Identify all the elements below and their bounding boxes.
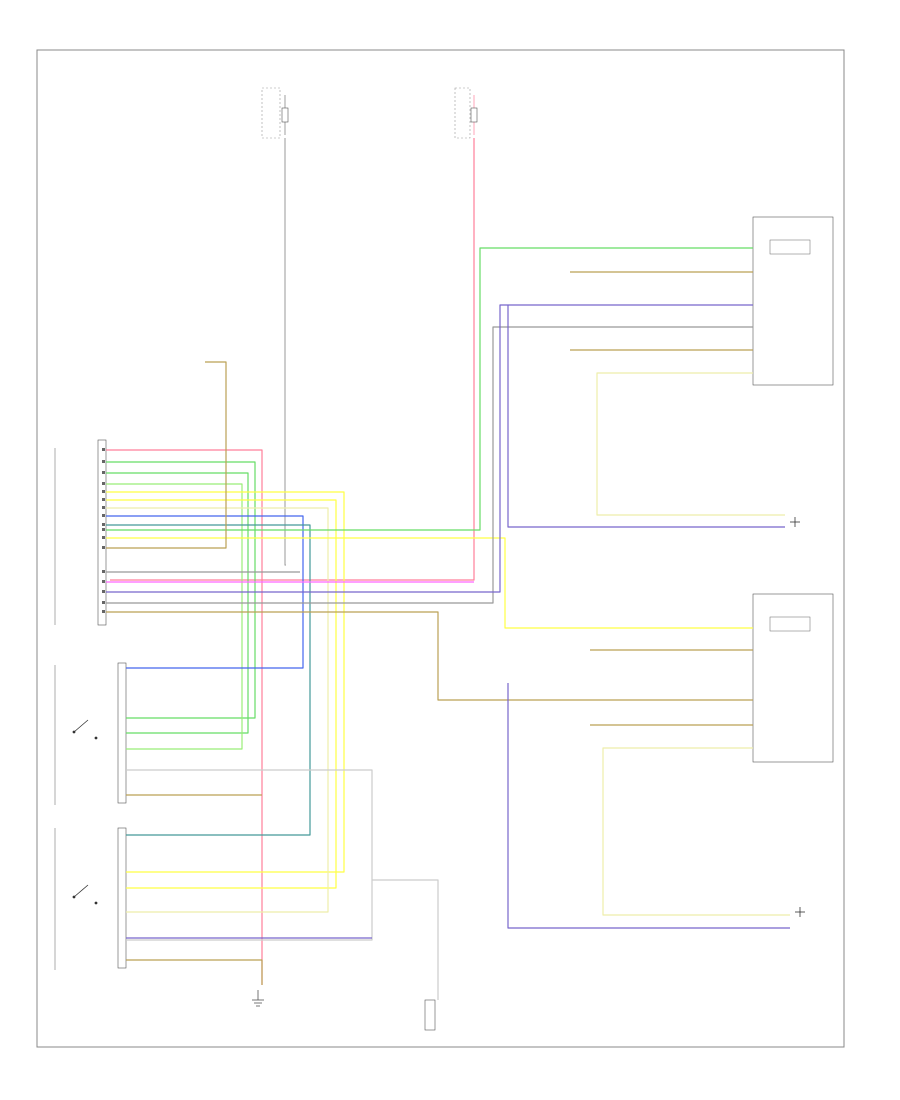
wire-module-violet <box>106 304 753 593</box>
wire-relay-right-violet <box>507 683 790 929</box>
wire-module-green-1 <box>106 461 256 719</box>
right-rear-seat-heater-symbol <box>795 907 805 917</box>
wire-module-green-3 <box>106 483 243 750</box>
wire-harness <box>106 138 790 1000</box>
wire-module-grey-3 <box>106 611 753 701</box>
right-rear-switch-symbol <box>72 884 98 905</box>
wire-module-yellow-long <box>106 537 753 629</box>
wire-relay-right-return <box>602 747 790 916</box>
wire-relay-left-violet <box>507 305 785 528</box>
right-rear-relay-box <box>752 593 834 763</box>
left-rear-switch-connector <box>117 662 127 804</box>
wire-supply-left <box>284 138 286 566</box>
can-node-box <box>424 999 436 1031</box>
diagram-frame <box>36 49 845 1048</box>
right-rear-switch-connector <box>117 827 127 969</box>
wire-relay-left-return <box>596 372 785 516</box>
control-module-connector <box>97 439 107 626</box>
wire-module-teal <box>106 524 311 836</box>
wire-supply-right <box>110 138 475 581</box>
wire-switch-left-grey <box>126 769 373 941</box>
fuse-left <box>281 107 289 123</box>
wire-can <box>372 879 439 1000</box>
wire-switch-right-brown <box>126 959 263 985</box>
right-rear-relay-coil <box>769 616 811 632</box>
left-rear-seat-heater-symbol <box>790 517 800 527</box>
wire-module-green-long <box>106 247 753 531</box>
wire-module-pale <box>106 507 329 913</box>
wire-module-red <box>106 449 263 985</box>
wire-module-brown <box>106 361 227 549</box>
ground-symbol <box>252 990 264 1007</box>
wire-module-yellow-1 <box>106 491 345 873</box>
wire-module-yellow-2 <box>106 499 337 889</box>
fuse-block-left <box>261 87 289 139</box>
wire-module-grey-2 <box>106 326 753 604</box>
left-rear-relay-coil <box>769 239 811 255</box>
module-pin-markers <box>102 448 105 613</box>
left-rear-relay-box <box>752 216 834 386</box>
left-rear-switch-symbol <box>72 719 98 740</box>
fuse-block-right <box>454 87 478 139</box>
fuse-right <box>470 107 478 123</box>
